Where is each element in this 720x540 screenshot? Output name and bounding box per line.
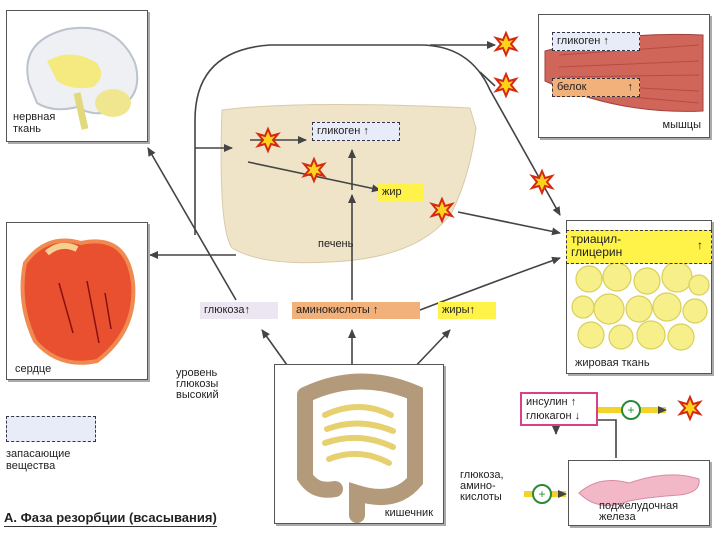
glucose-text: глюкоза: [204, 304, 245, 316]
signal-star: [495, 32, 517, 56]
brain-panel: нервная ткань: [6, 10, 148, 142]
legend-storage-label: запасающие вещества: [6, 448, 71, 472]
liver-glycogen-text: гликоген: [317, 125, 361, 137]
figure-caption: А. Фаза резорбции (всасывания): [4, 510, 217, 527]
pancreas-panel: поджелудочная железа: [568, 460, 710, 526]
circulation-loop-line: [194, 44, 561, 235]
liver-fat-text: жир: [382, 186, 402, 198]
hormone-box: инсулин ↑ глюкагон ↓: [520, 392, 598, 426]
muscle-protein-text: белок: [557, 81, 587, 93]
up-arrow-icon: ↑: [627, 81, 634, 93]
triacylglycerol-text: триацил-глицерин: [571, 232, 623, 259]
input-note: глюкоза, амино-кислоты: [460, 469, 504, 503]
muscle-panel: мышцы: [538, 14, 710, 138]
heart-panel: сердце: [6, 222, 148, 380]
heart-label: сердце: [15, 363, 52, 375]
glucose-to-brain-line: [147, 147, 237, 301]
liver-label: печень: [318, 238, 354, 250]
plus-circle: [621, 400, 641, 420]
liver-glycogen-tag: гликоген ↑: [312, 122, 400, 141]
nervous-tissue-label: нервная ткань: [13, 111, 56, 135]
loop-to-protein-line: [479, 71, 496, 87]
muscle-glycogen-text: гликоген: [557, 35, 601, 47]
muscle-glycogen-tag: гликоген ↑: [552, 32, 640, 51]
amino-acids-tag: аминокислоты ↑: [292, 302, 420, 319]
up-arrow-icon: ↑: [469, 304, 476, 316]
amino-acids-text: аминокислоты: [296, 304, 370, 316]
fat-cells-icon: [571, 261, 710, 351]
glucose-level-note: уровень глюкозы высокий: [176, 367, 219, 401]
insulin-row: инсулин ↑: [526, 395, 592, 409]
pancreas-icon: [578, 474, 700, 506]
fats-to-adipose-line: [419, 256, 561, 311]
intestine-icon: [297, 373, 423, 523]
insulin-text: инсулин: [526, 396, 568, 408]
signal-star: [679, 396, 701, 420]
svg-text:+: +: [538, 487, 545, 501]
glucagon-row: глюкагон ↓: [526, 409, 592, 423]
up-arrow-icon: ↑: [244, 304, 251, 316]
muscles-label: мышцы: [662, 119, 702, 131]
intestine-panel: кишечник: [274, 364, 444, 524]
intestine-label: кишечник: [384, 507, 433, 519]
pancreas-label: поджелудочная железа: [599, 500, 679, 523]
glucagon-text: глюкагон: [526, 410, 572, 422]
signal-star: [495, 73, 517, 97]
liver-fat-to-adipose-line: [457, 211, 561, 236]
svg-text:+: +: [627, 403, 634, 417]
fats-text: жиры: [442, 304, 470, 316]
triacylglycerol-tag: триацил-глицерин ↑: [566, 230, 712, 264]
fats-tag: жиры↑: [438, 302, 496, 319]
glucose-tag: глюкоза↑: [200, 302, 278, 319]
legend-storage-swatch: [6, 416, 96, 442]
liver-fat-tag: жир: [378, 184, 424, 201]
adipose-label: жировая ткань: [575, 357, 650, 369]
up-arrow-icon: ↑: [570, 396, 577, 408]
down-arrow-icon: ↓: [574, 410, 581, 422]
signal-star: [531, 170, 553, 194]
heart-icon: [20, 238, 136, 365]
plus-circle: [532, 484, 552, 504]
brain-icon: [26, 26, 139, 130]
up-arrow-icon: ↑: [697, 238, 703, 252]
muscle-protein-tag: белок ↑: [552, 78, 640, 97]
up-arrow-icon: ↑: [603, 35, 609, 47]
up-arrow-icon: ↑: [363, 125, 369, 137]
up-arrow-icon: ↑: [372, 304, 379, 316]
